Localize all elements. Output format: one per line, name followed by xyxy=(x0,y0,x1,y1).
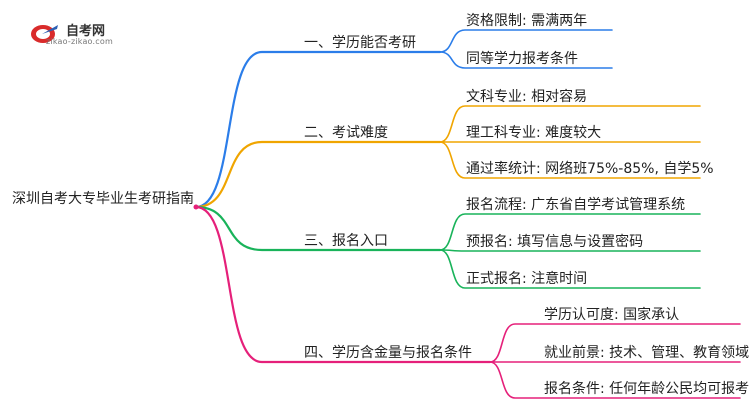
root-topic: 深圳自考大专毕业生考研指南 xyxy=(12,191,194,207)
connector-branch-3-leaf-3 xyxy=(439,249,701,289)
leaf-1-2: 同等学力报考条件 xyxy=(466,51,578,67)
branch-1-label: 一、学历能否考研 xyxy=(304,35,416,51)
connector-branch-3-leaf-2 xyxy=(439,249,701,252)
connector-branch-4-leaf-3 xyxy=(489,361,741,399)
leaf-2-3: 通过率统计: 网络班75%-85%, 自学5% xyxy=(466,161,714,177)
connector-branch-2-leaf-3 xyxy=(439,141,701,179)
connector-branch-4-leaf-1 xyxy=(489,323,741,363)
connector-root-branch-4 xyxy=(194,205,492,364)
leaf-1-1: 资格限制: 需满两年 xyxy=(466,13,588,29)
root-node-dot xyxy=(193,204,199,210)
leaf-3-1: 报名流程: 广东省自学考试管理系统 xyxy=(466,197,686,213)
leaf-3-2: 预报名: 填写信息与设置密码 xyxy=(466,234,644,250)
leaf-2-2: 理工科专业: 难度较大 xyxy=(466,125,602,141)
branch-3-label: 三、报名入口 xyxy=(304,233,388,249)
connector-root-branch-1 xyxy=(194,50,442,209)
logo-url: zikao-zikao.com xyxy=(46,37,113,46)
leaf-4-1: 学历认可度: 国家承认 xyxy=(544,307,680,323)
leaf-4-2: 就业前景: 技术、管理、教育领域 xyxy=(544,345,750,361)
branch-2-label: 二、考试难度 xyxy=(304,125,388,141)
branch-4-label: 四、学历含金量与报名条件 xyxy=(304,345,472,361)
logo-icon xyxy=(31,25,58,43)
leaf-4-3: 报名条件: 任何年龄公民均可报考 xyxy=(544,381,750,397)
logo-name: 自考网 xyxy=(66,24,106,39)
connector-root-branch-3 xyxy=(194,205,442,252)
connector-branch-1-leaf-1 xyxy=(439,29,613,53)
connector-branch-3-leaf-1 xyxy=(439,213,701,251)
connector-branch-1-leaf-2 xyxy=(439,51,613,69)
connector-branch-2-leaf-1 xyxy=(439,105,701,143)
leaf-2-1: 文科专业: 相对容易 xyxy=(466,89,588,105)
connector-root-branch-2 xyxy=(194,140,442,209)
leaf-3-3: 正式报名: 注意时间 xyxy=(466,271,588,287)
